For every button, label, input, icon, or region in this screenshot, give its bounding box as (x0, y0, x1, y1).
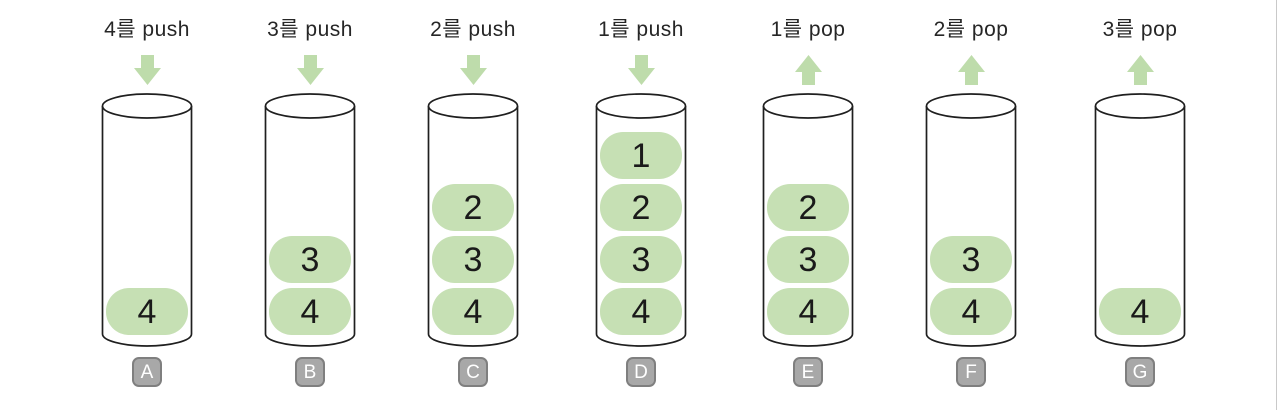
stack-item: 2 (600, 184, 682, 231)
stack-item: 4 (1099, 288, 1181, 335)
operation-label: 4를 push (104, 18, 190, 41)
stack-column-a: 4를 push 4 A (87, 0, 207, 410)
stack: 4 (106, 288, 188, 335)
arrow-down-icon (133, 55, 161, 85)
arrow-up-icon (1126, 55, 1154, 85)
stack-column-g: 3를 pop 4 G (1080, 0, 1200, 410)
stack-item: 3 (600, 236, 682, 283)
stack-item: 4 (106, 288, 188, 335)
stack-item: 4 (269, 288, 351, 335)
stack-item: 1 (600, 132, 682, 179)
stack-item: 4 (930, 288, 1012, 335)
step-badge: G (1125, 357, 1155, 387)
stack-item: 4 (432, 288, 514, 335)
step-badge: C (458, 357, 488, 387)
stack-item: 3 (767, 236, 849, 283)
arrow-up-icon (957, 55, 985, 85)
step-badge: B (295, 357, 325, 387)
stack-item: 4 (767, 288, 849, 335)
operation-label: 3를 push (267, 18, 353, 41)
stack-column-e: 1를 pop 2 3 4 E (748, 0, 868, 410)
stack: 2 3 4 (432, 184, 514, 335)
arrow-down-icon (296, 55, 324, 85)
stack-column-d: 1를 push 1 2 3 4 D (581, 0, 701, 410)
stack-item: 4 (600, 288, 682, 335)
cylinder (264, 93, 356, 347)
operation-label: 2를 pop (933, 18, 1009, 41)
operation-label: 3를 pop (1102, 18, 1178, 41)
stack-column-c: 2를 push 2 3 4 C (413, 0, 533, 410)
stack: 1 2 3 4 (600, 132, 682, 335)
stack-item: 3 (930, 236, 1012, 283)
stack-item: 3 (269, 236, 351, 283)
step-badge: D (626, 357, 656, 387)
arrow-down-icon (627, 55, 655, 85)
stack: 4 (1099, 288, 1181, 335)
step-badge: E (793, 357, 823, 387)
operation-label: 1를 pop (770, 18, 846, 41)
arrow-down-icon (459, 55, 487, 85)
screenshot-edge-line (1276, 0, 1277, 410)
stack-item: 2 (767, 184, 849, 231)
operation-label: 2를 push (430, 18, 516, 41)
cylinder (925, 93, 1017, 347)
step-badge: A (132, 357, 162, 387)
cylinder (101, 93, 193, 347)
cylinder (1094, 93, 1186, 347)
operation-label: 1를 push (598, 18, 684, 41)
step-badge: F (956, 357, 986, 387)
stack-item: 3 (432, 236, 514, 283)
stack: 2 3 4 (767, 184, 849, 335)
arrow-up-icon (794, 55, 822, 85)
stack-item: 2 (432, 184, 514, 231)
